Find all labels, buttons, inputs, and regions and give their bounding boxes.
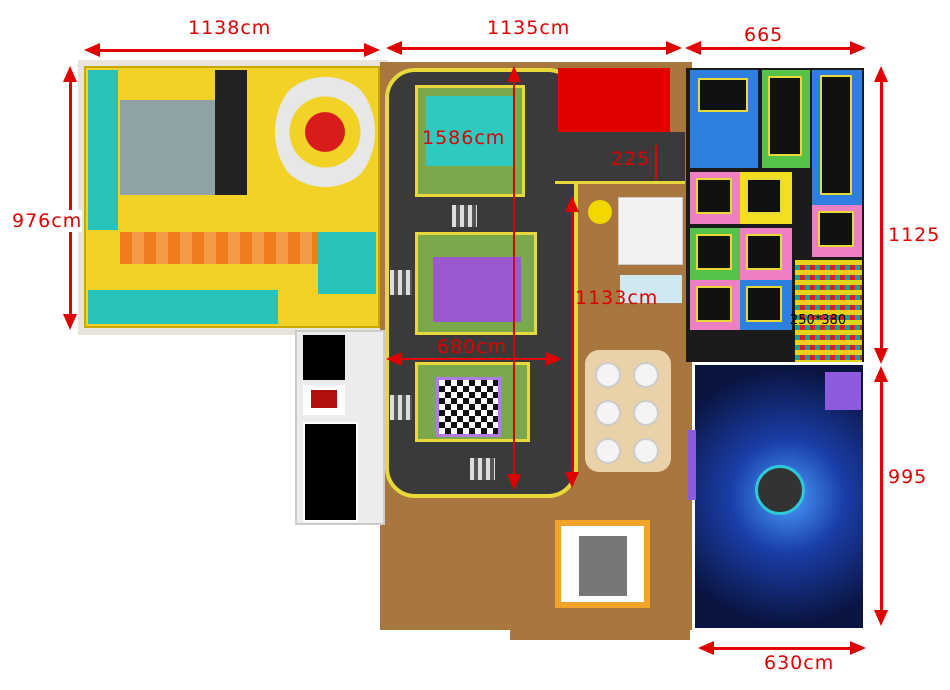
trampoline-pad bbox=[740, 280, 792, 330]
soft-play-black-cells bbox=[215, 70, 247, 195]
room-black-2 bbox=[303, 422, 358, 522]
island-top bbox=[415, 85, 525, 197]
ball-pit-label: 250*380 bbox=[790, 313, 847, 328]
purple-block bbox=[825, 372, 861, 410]
trampoline-pad bbox=[740, 172, 792, 224]
arrow-down-icon bbox=[507, 474, 521, 490]
trampoline-pad bbox=[690, 70, 758, 168]
teal-platform bbox=[318, 232, 376, 294]
dim-bottom-right: 630cm bbox=[764, 652, 835, 674]
dim-line bbox=[571, 200, 573, 475]
tube-slide bbox=[120, 232, 320, 264]
dim-line bbox=[513, 80, 515, 475]
arrow-left-icon bbox=[685, 41, 701, 55]
arrow-up-icon bbox=[565, 196, 579, 212]
arrow-up-icon bbox=[507, 66, 521, 82]
red-block bbox=[558, 68, 670, 132]
trampoline-pad bbox=[690, 172, 740, 224]
arrow-right-icon bbox=[666, 41, 682, 55]
arrow-left-icon bbox=[698, 641, 714, 655]
table bbox=[633, 400, 659, 426]
dim-top-left: 1138cm bbox=[188, 17, 272, 39]
dim-right-upper: 1125 bbox=[888, 224, 941, 246]
bottom-booth bbox=[555, 520, 650, 608]
table bbox=[595, 438, 621, 464]
dim-line bbox=[880, 380, 883, 612]
arrow-down-icon bbox=[63, 314, 77, 330]
trampoline-pad bbox=[812, 70, 862, 205]
trampoline-pad bbox=[740, 228, 792, 280]
arrow-down-icon bbox=[874, 348, 888, 364]
purple-wall bbox=[688, 430, 696, 500]
dim-top-right: 665 bbox=[744, 24, 784, 46]
piano-mat bbox=[620, 275, 682, 303]
table bbox=[633, 438, 659, 464]
arrow-down-icon bbox=[565, 472, 579, 488]
arrow-down-icon bbox=[874, 610, 888, 626]
dim-track-width: 680cm bbox=[437, 336, 508, 358]
soft-play-bottom bbox=[88, 290, 278, 324]
trampoline-pad bbox=[762, 70, 810, 168]
dim-right-lower: 995 bbox=[888, 466, 928, 488]
dim-line bbox=[712, 647, 852, 650]
soft-play-center-gray bbox=[120, 100, 215, 195]
arrow-up-icon bbox=[63, 66, 77, 82]
arrow-up-icon bbox=[874, 366, 888, 382]
dim-crosswalk-gap: 225 bbox=[611, 148, 651, 170]
trampoline-pad bbox=[690, 280, 740, 330]
table bbox=[633, 362, 659, 388]
crosswalk bbox=[452, 205, 477, 227]
island-middle bbox=[415, 232, 537, 335]
dim-line bbox=[95, 49, 365, 52]
white-box bbox=[618, 197, 683, 265]
crosswalk bbox=[390, 395, 412, 420]
arrow-right-icon bbox=[850, 641, 866, 655]
spiral-slide bbox=[275, 72, 375, 192]
arrow-left-icon bbox=[84, 43, 100, 57]
space-center-disk bbox=[755, 465, 805, 515]
arrow-right-icon bbox=[850, 41, 866, 55]
dim-track-vertical: 1586cm bbox=[422, 127, 506, 149]
arrow-right-icon bbox=[546, 352, 562, 366]
dim-track-right: 1133cm bbox=[575, 287, 659, 309]
dim-line bbox=[655, 145, 657, 180]
table bbox=[595, 362, 621, 388]
trampoline-pad bbox=[690, 228, 740, 280]
ball-pit bbox=[795, 260, 862, 362]
crosswalk bbox=[470, 458, 495, 480]
soft-play-teal-left bbox=[88, 70, 118, 230]
yellow-hat bbox=[588, 200, 612, 224]
dim-line bbox=[880, 80, 883, 350]
dim-line bbox=[698, 47, 852, 50]
dim-left: 976cm bbox=[12, 210, 83, 232]
road-strip bbox=[555, 132, 685, 184]
dim-top-middle: 1135cm bbox=[487, 17, 571, 39]
arrow-up-icon bbox=[874, 66, 888, 82]
dim-line bbox=[69, 80, 72, 315]
dim-line bbox=[398, 358, 548, 360]
arrow-left-icon bbox=[386, 41, 402, 55]
table bbox=[595, 400, 621, 426]
dim-line bbox=[400, 47, 670, 50]
arrow-right-icon bbox=[364, 43, 380, 57]
room-red-car bbox=[303, 385, 345, 415]
room-black-1 bbox=[303, 335, 345, 380]
arrow-left-icon bbox=[386, 352, 402, 366]
crosswalk bbox=[390, 270, 412, 295]
island-bottom bbox=[415, 362, 530, 442]
trampoline-pad bbox=[812, 205, 862, 257]
